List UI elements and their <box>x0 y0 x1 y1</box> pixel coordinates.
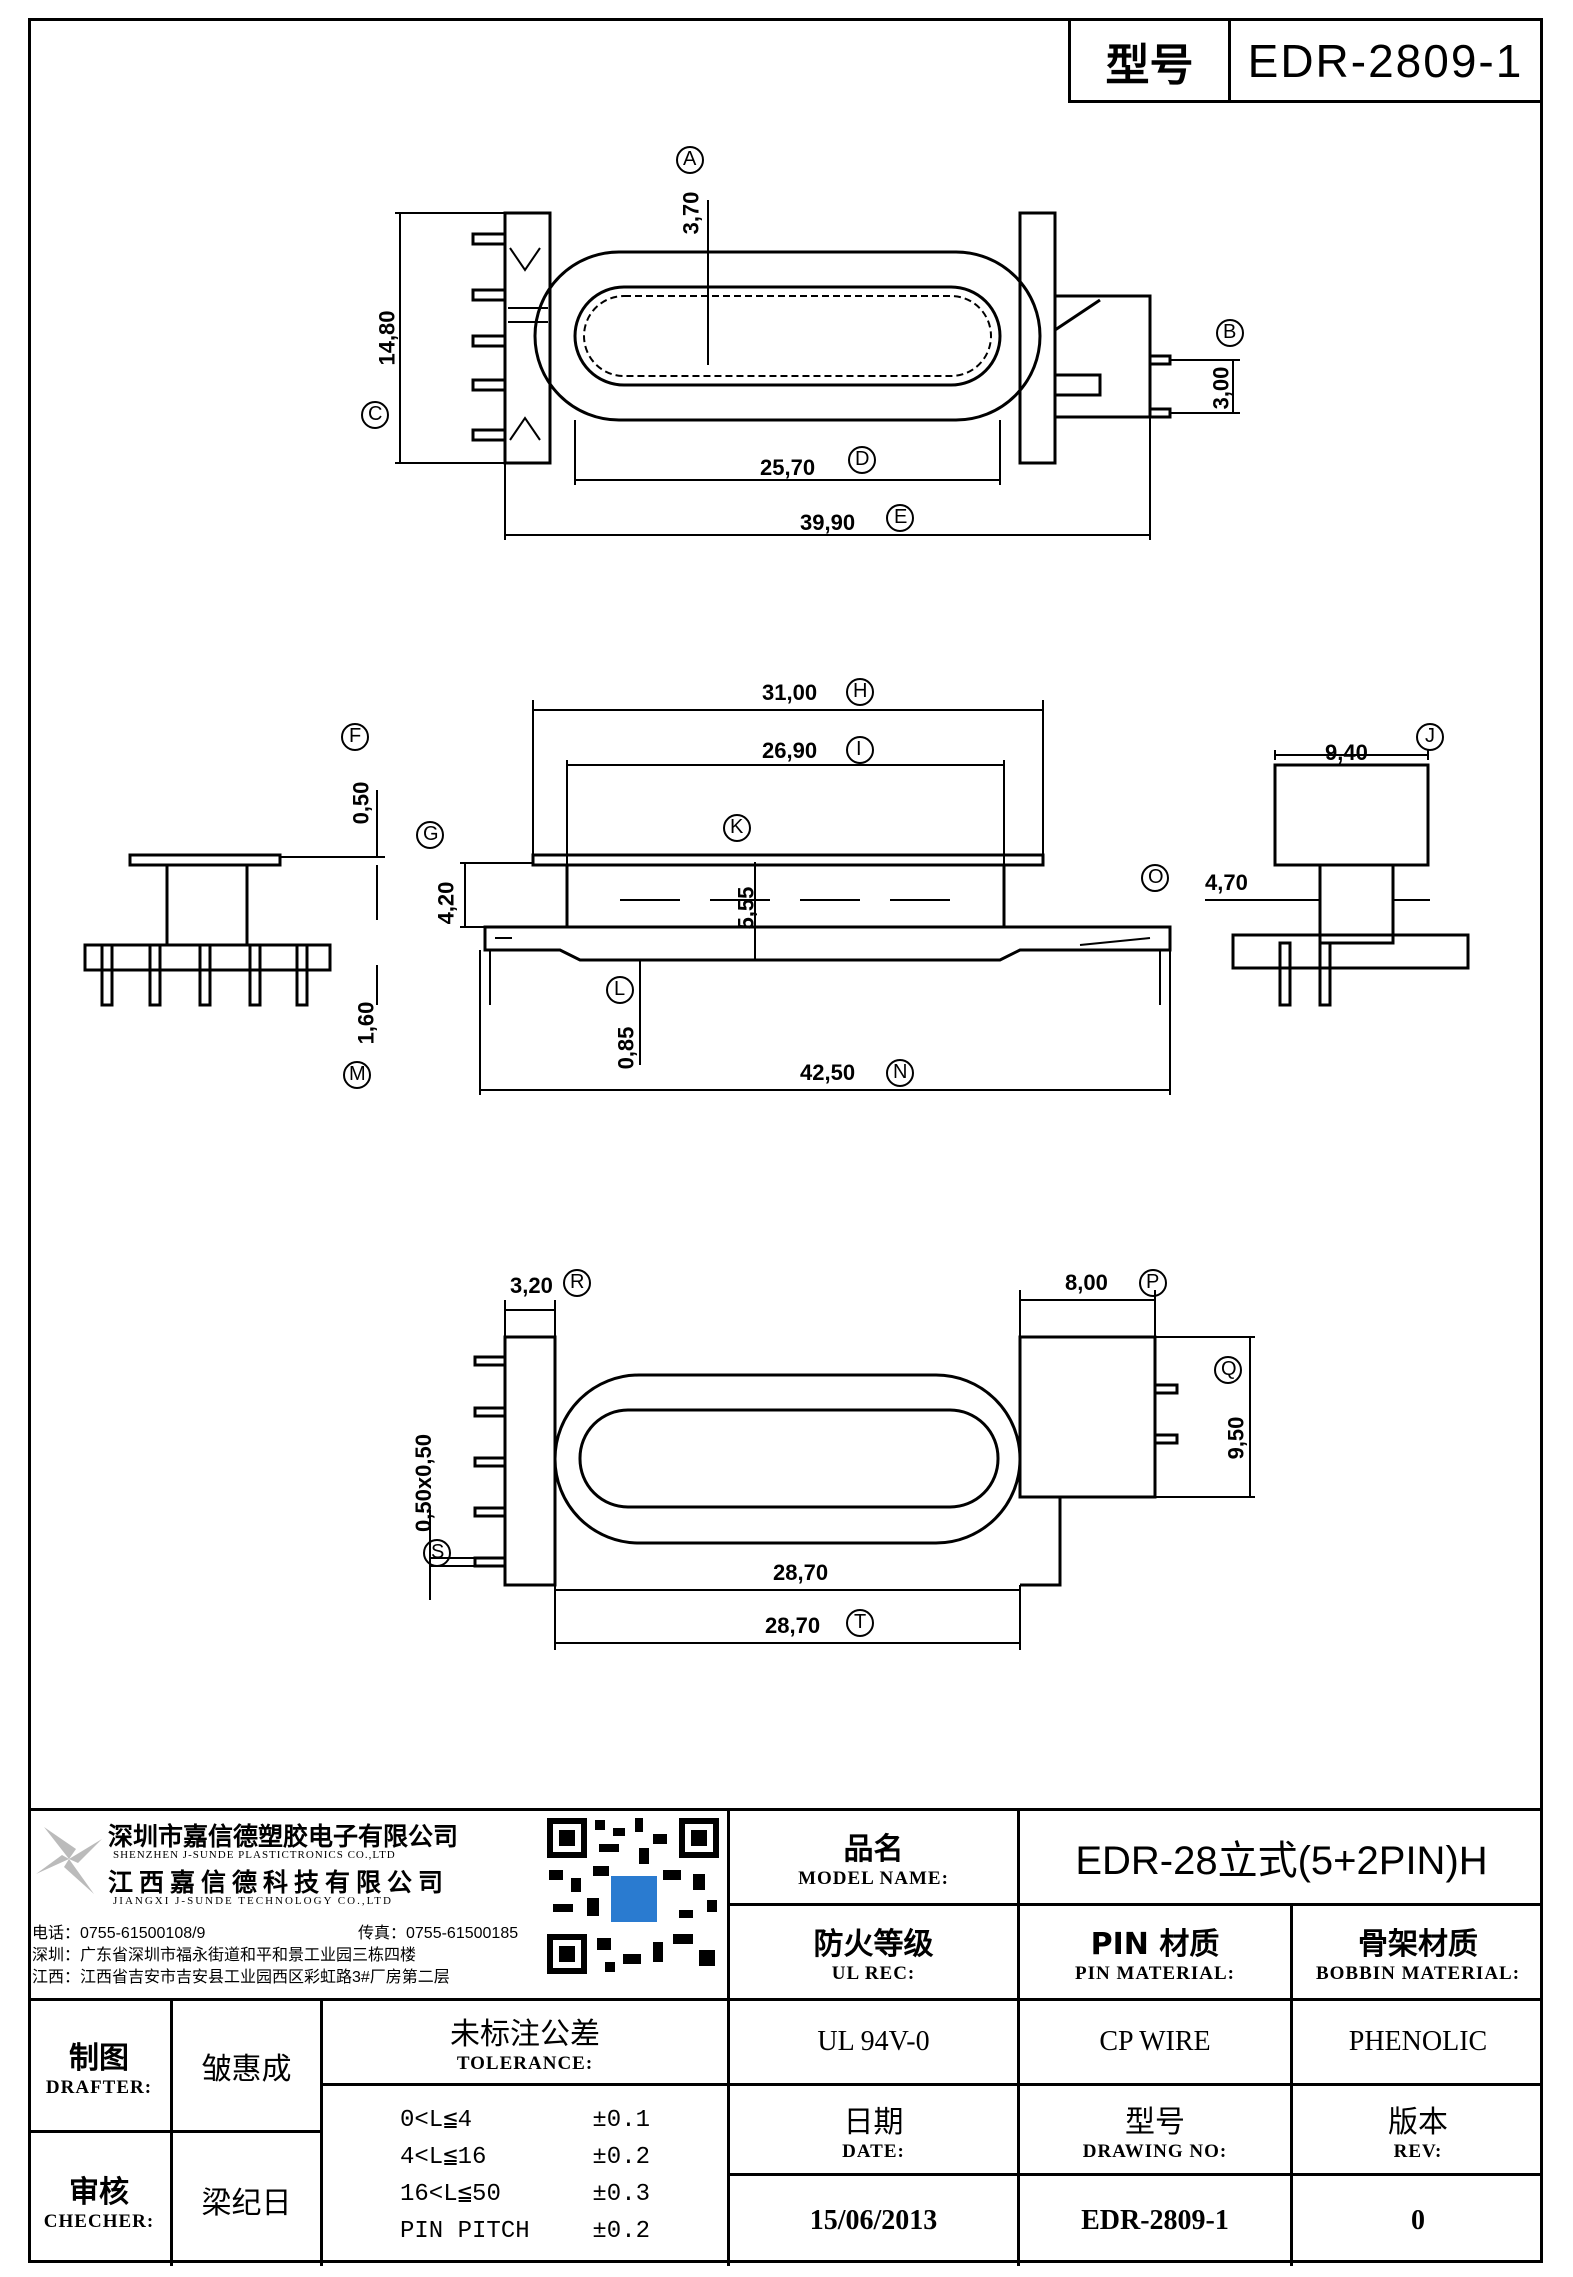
dimension-labels: 3,70 3,00 14,80 25,70 39,90 0,50 4,20 31… <box>348 148 1435 1638</box>
tolerance-row: 0<L≦4±0.1 <box>400 2107 650 2134</box>
tolerance-row: 4<L≦16±0.2 <box>400 2144 650 2171</box>
tolerance-row: PIN PITCH±0.2 <box>400 2218 650 2245</box>
date-label: 日期 DATE: <box>730 2086 1020 2176</box>
dim-h: 31,00 <box>762 680 818 705</box>
dim-n: 42,50 <box>800 1060 856 1085</box>
bubble-h: H <box>853 680 868 702</box>
bubble-j: J <box>1425 725 1435 747</box>
dim-k: 5,55 <box>733 886 759 930</box>
dim-r: 3,20 <box>510 1273 553 1298</box>
model-value: EDR-2809-1 <box>1247 34 1524 87</box>
company2-name-cn: 江西嘉信德科技有限公司 <box>108 1868 450 1897</box>
dim-b: 3,00 <box>1208 366 1234 410</box>
dim-c: 14,80 <box>374 310 400 366</box>
model-label: 型号 <box>1071 21 1231 100</box>
bubble-t: T <box>854 1611 867 1633</box>
drawing-no-label: 型号 DRAWING NO: <box>1020 2086 1293 2176</box>
bubble-r: R <box>570 1271 585 1293</box>
company-info: 深圳市嘉信德塑胶电子有限公司 SHENZHEN J-SUNDE PLASTICT… <box>28 1811 730 2001</box>
date-value: 15/06/2013 <box>730 2176 1020 2266</box>
bubble-c: C <box>368 403 383 425</box>
dim-l: 0,85 <box>613 1026 639 1070</box>
dim-t1: 28,70 <box>773 1560 829 1585</box>
drafter-name: 皱惠成 <box>173 2001 323 2133</box>
rev-value: 0 <box>1411 2205 1425 2236</box>
technical-drawing <box>83 146 1470 1650</box>
drawing-no-value: EDR-2809-1 <box>1020 2176 1293 2266</box>
bubble-m: M <box>349 1063 366 1085</box>
qr-code-icon <box>543 1814 723 1979</box>
top-view <box>395 200 1240 540</box>
dim-f: 0,50 <box>348 781 374 825</box>
bubble-e: E <box>894 506 908 528</box>
model-name-label: 品名 MODEL NAME: <box>730 1811 1020 1906</box>
bubble-f: F <box>349 725 362 747</box>
bubble-s: S <box>431 1541 445 1563</box>
ul-label: 防火等级 UL REC: <box>730 1906 1020 2001</box>
title-block: 深圳市嘉信德塑胶电子有限公司 SHENZHEN J-SUNDE PLASTICT… <box>28 1808 1543 2266</box>
company-logo-icon <box>36 1827 102 1894</box>
side-view-right <box>1205 750 1470 1007</box>
dim-i: 26,90 <box>762 738 818 763</box>
reference-bubbles <box>341 146 1444 1637</box>
model-name-value: EDR-28立式(5+2PIN)H <box>1020 1811 1543 1906</box>
pin-material-label: PIN 材质 PIN MATERIAL: <box>1020 1906 1293 2001</box>
bubble-n: N <box>893 1061 908 1083</box>
company-address-shenzhen: 深圳：广东省深圳市福永街道和平和景工业园三栋四楼 <box>32 1947 417 1964</box>
company-fax: 传真：0755-61500185 <box>358 1925 519 1942</box>
bubble-q: Q <box>1221 1358 1237 1380</box>
drawing-frame <box>28 18 1543 2263</box>
checker-name: 梁纪日 <box>173 2133 323 2266</box>
bubble-k: K <box>730 816 744 838</box>
company2-name-en: JIANGXI J-SUNDE TECHNOLOGY CO.,LTD <box>113 1895 393 1907</box>
dim-q: 9,50 <box>1223 1416 1249 1460</box>
bubble-b: B <box>1223 321 1237 343</box>
bubble-g: G <box>423 823 439 845</box>
bubble-i: I <box>856 738 862 760</box>
dim-t: 28,70 <box>765 1613 821 1638</box>
dim-o: 4,70 <box>1205 870 1248 895</box>
rev-label: 版本 REV: <box>1293 2086 1543 2176</box>
company-address-jiangxi: 江西：江西省吉安市吉安县工业园西区彩虹路3#厂房第二层 <box>32 1969 450 1986</box>
front-view <box>460 700 1172 1095</box>
dim-g: 4,20 <box>433 881 459 925</box>
dim-a: 3,70 <box>678 191 704 235</box>
dim-p: 8,00 <box>1065 1270 1108 1295</box>
tolerance-table: 0<L≦4±0.1 4<L≦16±0.2 16<L≦50±0.3 PIN PIT… <box>323 2086 730 2266</box>
drafter-label: 制图 DRAFTER: <box>28 2001 173 2133</box>
tolerance-label: 未标注公差 TOLERANCE: <box>323 2001 730 2086</box>
pin-material-value: CP WIRE <box>1020 2001 1293 2086</box>
ul-value: UL 94V-0 <box>730 2001 1020 2086</box>
checker-label: 审核 CHECHER: <box>28 2133 173 2266</box>
tolerance-row: 16<L≦50±0.3 <box>400 2181 650 2208</box>
dim-s: 0,50x0,50 <box>410 1434 436 1532</box>
bubble-o: O <box>1148 866 1164 888</box>
company-name-cn: 深圳市嘉信德塑胶电子有限公司 <box>108 1822 459 1851</box>
dim-m: 1,60 <box>353 1001 379 1045</box>
bubble-d: D <box>855 448 870 470</box>
bubble-l: L <box>614 978 626 1000</box>
bottom-view <box>429 1290 1255 1650</box>
bobbin-material-value: PHENOLIC <box>1293 2001 1543 2086</box>
bobbin-material-label: 骨架材质 BOBBIN MATERIAL: <box>1293 1906 1543 2001</box>
side-view-left <box>83 790 385 1007</box>
bubble-p: P <box>1146 1271 1160 1293</box>
company-name-en: SHENZHEN J-SUNDE PLASTICTRONICS CO.,LTD <box>113 1849 396 1861</box>
model-number-box: 型号 EDR-2809-1 <box>1068 21 1540 103</box>
dim-d: 25,70 <box>760 455 816 480</box>
dim-j: 9,40 <box>1325 740 1368 765</box>
company-phone: 电话：0755-61500108/9 <box>32 1925 206 1942</box>
bubble-a: A <box>683 148 697 170</box>
dim-e: 39,90 <box>800 510 856 535</box>
